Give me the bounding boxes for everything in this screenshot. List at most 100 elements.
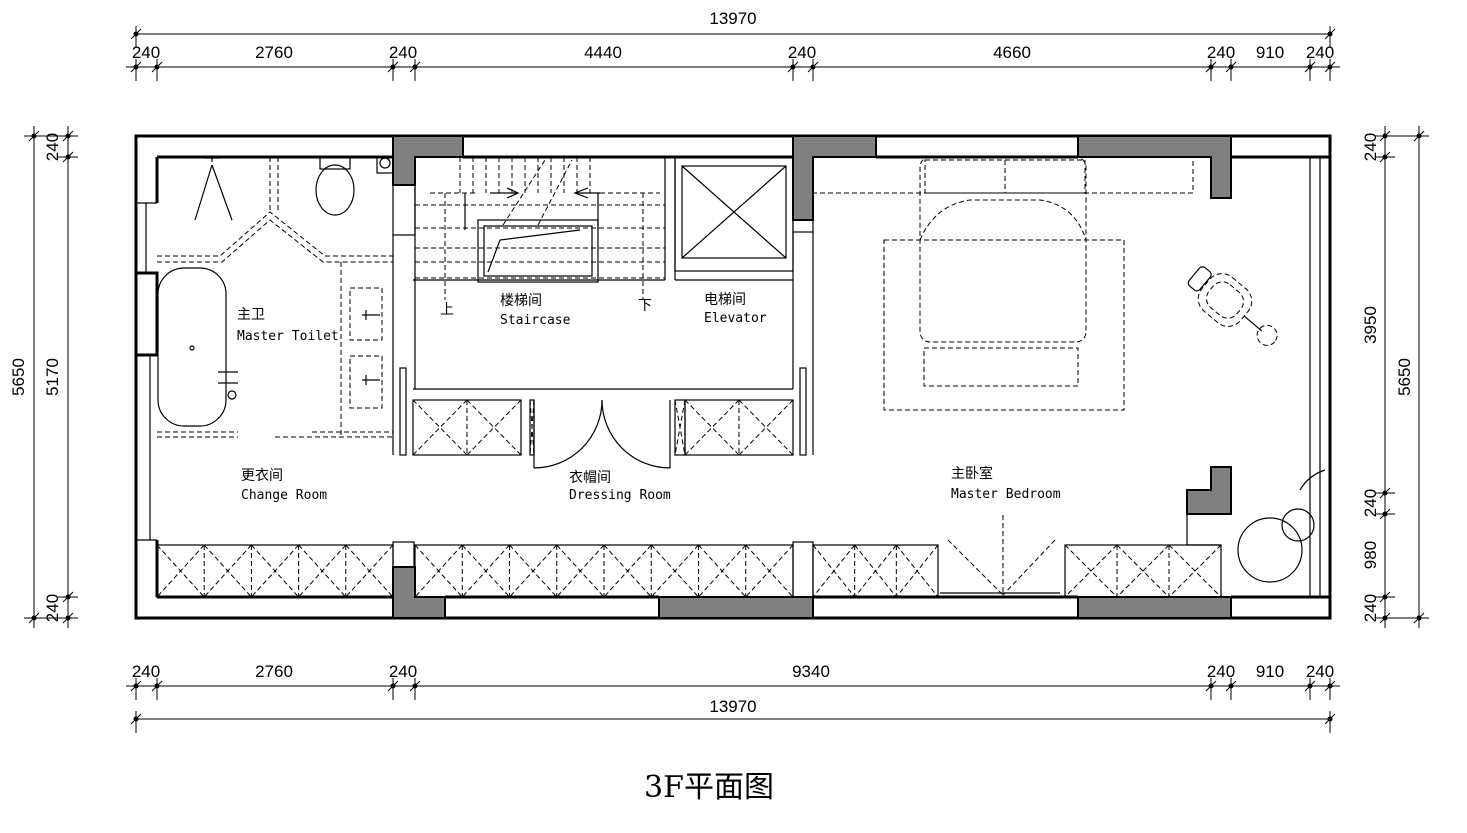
dim-dot — [1382, 594, 1388, 600]
wardrobe-cross — [203, 544, 252, 598]
wardrobe-cross — [509, 544, 558, 598]
wardrobe-cross — [298, 544, 347, 598]
wardrobe-cross — [854, 544, 897, 598]
dim-dot — [1382, 133, 1388, 139]
bottom-dim-5: 240 — [1207, 662, 1235, 681]
top-dim-4: 4440 — [584, 43, 622, 62]
wardrobe-cross — [414, 544, 463, 598]
dim-dot — [412, 683, 418, 689]
bottom-dim-6: 910 — [1256, 662, 1284, 681]
room-dressing-room-en: Dressing Room — [569, 488, 671, 503]
room-elevator-en: Elevator — [704, 311, 767, 326]
wardrobe-cross — [466, 399, 522, 456]
wardrobe-cross — [529, 399, 535, 456]
wardrobe-cross — [1168, 544, 1222, 598]
interior-walls — [392, 156, 1221, 598]
top-dimension-lines — [126, 26, 1340, 81]
dim-dot — [65, 154, 71, 160]
stair-up-mark: 上 — [440, 302, 454, 318]
wardrobe-cross — [738, 399, 794, 456]
dim-dot — [1208, 683, 1214, 689]
dim-dot — [154, 64, 160, 70]
bottom-dim-3: 240 — [389, 662, 417, 681]
bottom-dim-1: 240 — [132, 662, 160, 681]
dim-dot — [1416, 133, 1422, 139]
wardrobe-cross — [412, 399, 468, 456]
top-dim-5: 240 — [788, 43, 816, 62]
toilet — [315, 164, 355, 216]
dim-dot — [1382, 615, 1388, 621]
right-dim-3: 240 — [1361, 489, 1380, 517]
top-dim-1: 240 — [132, 43, 160, 62]
room-elevator-cn: 电梯间 — [704, 292, 746, 308]
wardrobe-cross — [466, 399, 522, 456]
left-bottom-dimension: 240 — [43, 594, 62, 622]
right-dim-2: 3950 — [1361, 306, 1380, 344]
dim-dot — [65, 594, 71, 600]
dim-dot — [810, 64, 816, 70]
dim-dot — [390, 683, 396, 689]
right-dim-5: 240 — [1361, 594, 1380, 622]
dim-dot — [1307, 683, 1313, 689]
top-dim-8: 910 — [1256, 43, 1284, 62]
wardrobe-cross — [251, 544, 299, 598]
dim-dot — [1327, 683, 1333, 689]
room-master-bedroom-cn: 主卧室 — [951, 465, 993, 482]
wardrobe-cross — [895, 544, 939, 598]
left-inner-dimension: 5170 — [43, 358, 62, 396]
outer-walls — [134, 134, 1332, 620]
right-dimension-lines — [1375, 126, 1429, 628]
dim-dot — [1382, 490, 1388, 496]
bathroom-fixtures — [157, 156, 394, 438]
wardrobe-cross — [684, 399, 740, 456]
stair-down-mark: 下 — [638, 298, 652, 314]
wardrobe-cross — [1116, 544, 1170, 598]
wardrobe-cross — [345, 544, 394, 598]
room-change-room-en: Change Room — [241, 488, 327, 503]
top-total-dimension: 13970 — [709, 9, 756, 28]
dim-dot — [65, 133, 71, 139]
room-change-room-cn: 更衣间 — [241, 468, 283, 484]
dim-dot — [65, 615, 71, 621]
dim-dot — [133, 683, 139, 689]
dim-dot — [31, 133, 37, 139]
elevator-shaft — [674, 156, 794, 272]
bottom-dim-2: 2760 — [255, 662, 293, 681]
wardrobe-cross — [650, 544, 699, 598]
wardrobe-cross — [812, 544, 856, 598]
dim-dot — [790, 64, 796, 70]
right-outer-dimension: 5650 — [1395, 358, 1414, 396]
wardrobe-cross — [698, 544, 747, 598]
staircase-drawing — [413, 157, 665, 300]
wardrobe-cross — [684, 399, 740, 456]
left-dimension-lines — [24, 126, 78, 628]
wardrobe-cross — [556, 544, 605, 598]
right-dim-1: 240 — [1361, 133, 1380, 161]
top-dim-7: 240 — [1207, 43, 1235, 62]
double-door — [533, 399, 671, 469]
wardrobe-cross — [1064, 544, 1118, 598]
dim-dot — [1307, 64, 1313, 70]
dim-dot — [133, 716, 139, 722]
top-dim-2: 2760 — [255, 43, 293, 62]
dim-dot — [1327, 64, 1333, 70]
top-dim-9: 240 — [1306, 43, 1334, 62]
right-dim-4: 980 — [1361, 541, 1380, 569]
room-master-toilet-cn: 主卫 — [237, 307, 265, 323]
room-dressing-room-cn: 衣帽间 — [569, 470, 611, 486]
left-top-dimension: 240 — [43, 133, 62, 161]
plan-title: 3F平面图 — [644, 770, 774, 805]
dim-dot — [133, 64, 139, 70]
dim-dot — [390, 64, 396, 70]
wardrobe-cross — [156, 544, 205, 598]
wardrobe-cross — [745, 544, 794, 598]
room-staircase-cn: 楼梯间 — [500, 293, 542, 309]
dim-dot — [1416, 615, 1422, 621]
wardrobe-cross — [603, 544, 652, 598]
bathtub — [157, 267, 227, 427]
structural-columns — [392, 135, 1232, 619]
bottom-dimension-lines — [126, 678, 1340, 733]
wardrobe-cross — [412, 399, 468, 456]
dim-dot — [1382, 154, 1388, 160]
